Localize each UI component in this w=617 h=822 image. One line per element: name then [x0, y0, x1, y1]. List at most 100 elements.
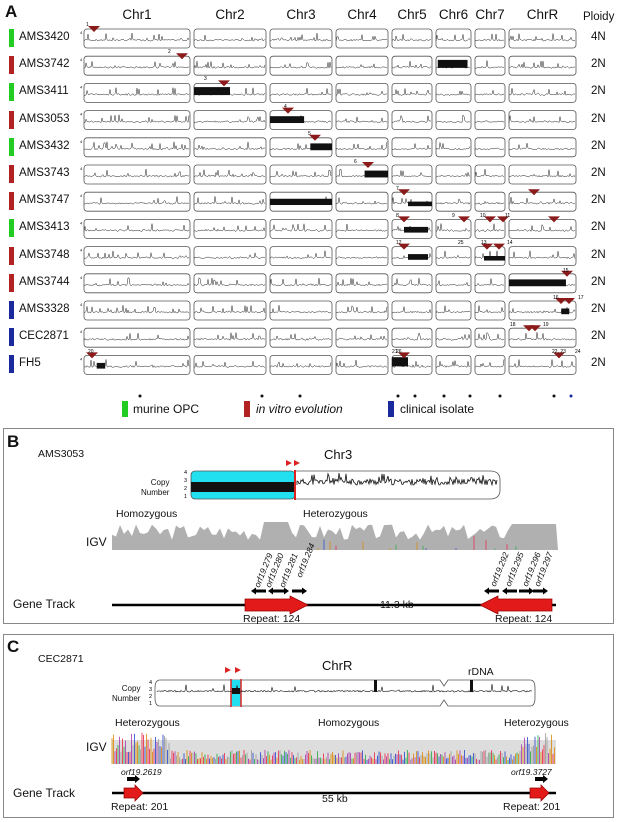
- marker-label: 22, 23: [552, 349, 566, 355]
- coverage-trace: [335, 278, 388, 287]
- panel-c-homozygous: Homozygous: [318, 717, 380, 729]
- repeat-arrow-left: [244, 595, 309, 615]
- chrom-box: [83, 300, 191, 321]
- marker-label: 4: [284, 104, 287, 110]
- legend-invitro-text: in vitro evolution: [256, 402, 343, 416]
- marker-label: 14: [507, 240, 513, 246]
- aneuploidy-block: [408, 254, 428, 260]
- coverage-trace: [474, 169, 505, 178]
- coverage-trace: [508, 250, 576, 260]
- ploidy-value: 2N: [591, 357, 606, 370]
- orf-arrow: [251, 587, 266, 595]
- marker-label: 15: [563, 268, 569, 274]
- coverage-trace: [508, 196, 576, 205]
- chrom-box: [508, 246, 577, 267]
- coverage-trace: [435, 334, 471, 341]
- strain-label: AMS3053: [19, 112, 70, 125]
- chrom-box: [391, 218, 433, 239]
- chrom-header-chr3: Chr3: [286, 7, 316, 22]
- ploidy-value: 2N: [591, 167, 606, 179]
- coverage-trace: [435, 280, 471, 287]
- coverage-trace: [474, 223, 505, 232]
- legend-swatch-invitro: [244, 401, 250, 417]
- strain-label: AMS3742: [19, 58, 70, 71]
- chrom-box: [435, 300, 472, 321]
- coverage-trace: [269, 223, 332, 232]
- coverage-trace: [435, 172, 471, 178]
- axis-tick: 1: [149, 701, 152, 707]
- marker-label: 3: [204, 76, 207, 82]
- coverage-trace: [193, 141, 266, 151]
- chrom-box: [269, 83, 333, 103]
- event-marker: [561, 270, 573, 277]
- axis-tick: 4: [80, 248, 83, 253]
- marker-label: 2: [168, 49, 171, 55]
- event-marker: [458, 216, 470, 223]
- chrom-box: [269, 55, 333, 76]
- coverage-trace: [435, 305, 471, 314]
- chrom-box: [83, 28, 191, 49]
- copy-label-1: Copy: [121, 684, 141, 693]
- panel-c-gene-track-label: Gene Track: [13, 786, 76, 800]
- coverage-trace: [193, 196, 266, 205]
- coverage-trace: [269, 250, 332, 259]
- chrom-box: [508, 110, 577, 130]
- coverage-trace: [474, 60, 505, 69]
- coverage-trace: [474, 120, 505, 123]
- chrom-box: [83, 55, 191, 76]
- chrom-box: [335, 354, 389, 375]
- strain-label: AMS3748: [19, 248, 70, 261]
- strain-label: AMS3420: [19, 31, 70, 43]
- aneuploidy-block: [561, 308, 570, 315]
- panel-b-frame: [3, 428, 614, 624]
- chrom-box: [83, 246, 191, 267]
- axis-tick: 2: [184, 486, 187, 492]
- chrom-box: [508, 354, 577, 375]
- strain-label: AMS3432: [19, 139, 70, 152]
- coverage-trace: [193, 332, 266, 341]
- axis-tick: 4: [80, 166, 83, 171]
- marker-label: 24: [575, 349, 581, 355]
- chrom-box: [391, 164, 433, 185]
- chrom-box: [474, 137, 506, 158]
- marker-label: 20: [88, 349, 94, 355]
- orf-arrow: [292, 587, 307, 595]
- coverage-trace: [83, 61, 190, 69]
- chrom-box: [335, 191, 389, 212]
- aneuploidy-block: [270, 116, 305, 124]
- coverage-trace: [508, 60, 576, 69]
- strain-label: AMS3413: [19, 221, 70, 234]
- coverage-trace: [335, 34, 388, 42]
- coverage-trace: [435, 90, 471, 96]
- marker-label: 11: [505, 213, 510, 219]
- strain-swatch: [9, 83, 14, 102]
- chrom-box: [435, 354, 472, 375]
- marker-label: 5: [308, 131, 311, 137]
- chrom-box: [193, 191, 267, 212]
- centromere-dot: [413, 394, 417, 398]
- copy-label-1: Copy: [150, 478, 170, 487]
- coverage-trace: [83, 114, 190, 124]
- breakpoint-arrows: [286, 460, 300, 466]
- strain-label: AMS3411: [19, 85, 69, 98]
- chrom-box: [474, 164, 506, 185]
- panel-b-repeat-left: Repeat: 124: [243, 613, 301, 625]
- strain-label: AMS3328: [19, 303, 70, 315]
- coverage-trace: [83, 223, 190, 232]
- centromere-dot: [569, 394, 573, 398]
- chrom-box: [193, 110, 267, 130]
- centromere-dot: [442, 394, 446, 398]
- orf-arrow: [484, 587, 499, 595]
- aneuploidy-block: [270, 198, 332, 206]
- coverage-trace: [269, 333, 332, 341]
- strain-swatch: [9, 192, 14, 211]
- chrom-box: [391, 83, 433, 103]
- marker-label: 19: [543, 322, 549, 328]
- centromere-dot: [298, 394, 302, 398]
- ploidy-value: 2N: [591, 221, 606, 234]
- marker-label: 8: [396, 213, 399, 219]
- chrom-box: [508, 191, 577, 212]
- chrom-box: [508, 137, 577, 158]
- coverage-trace: [391, 114, 432, 123]
